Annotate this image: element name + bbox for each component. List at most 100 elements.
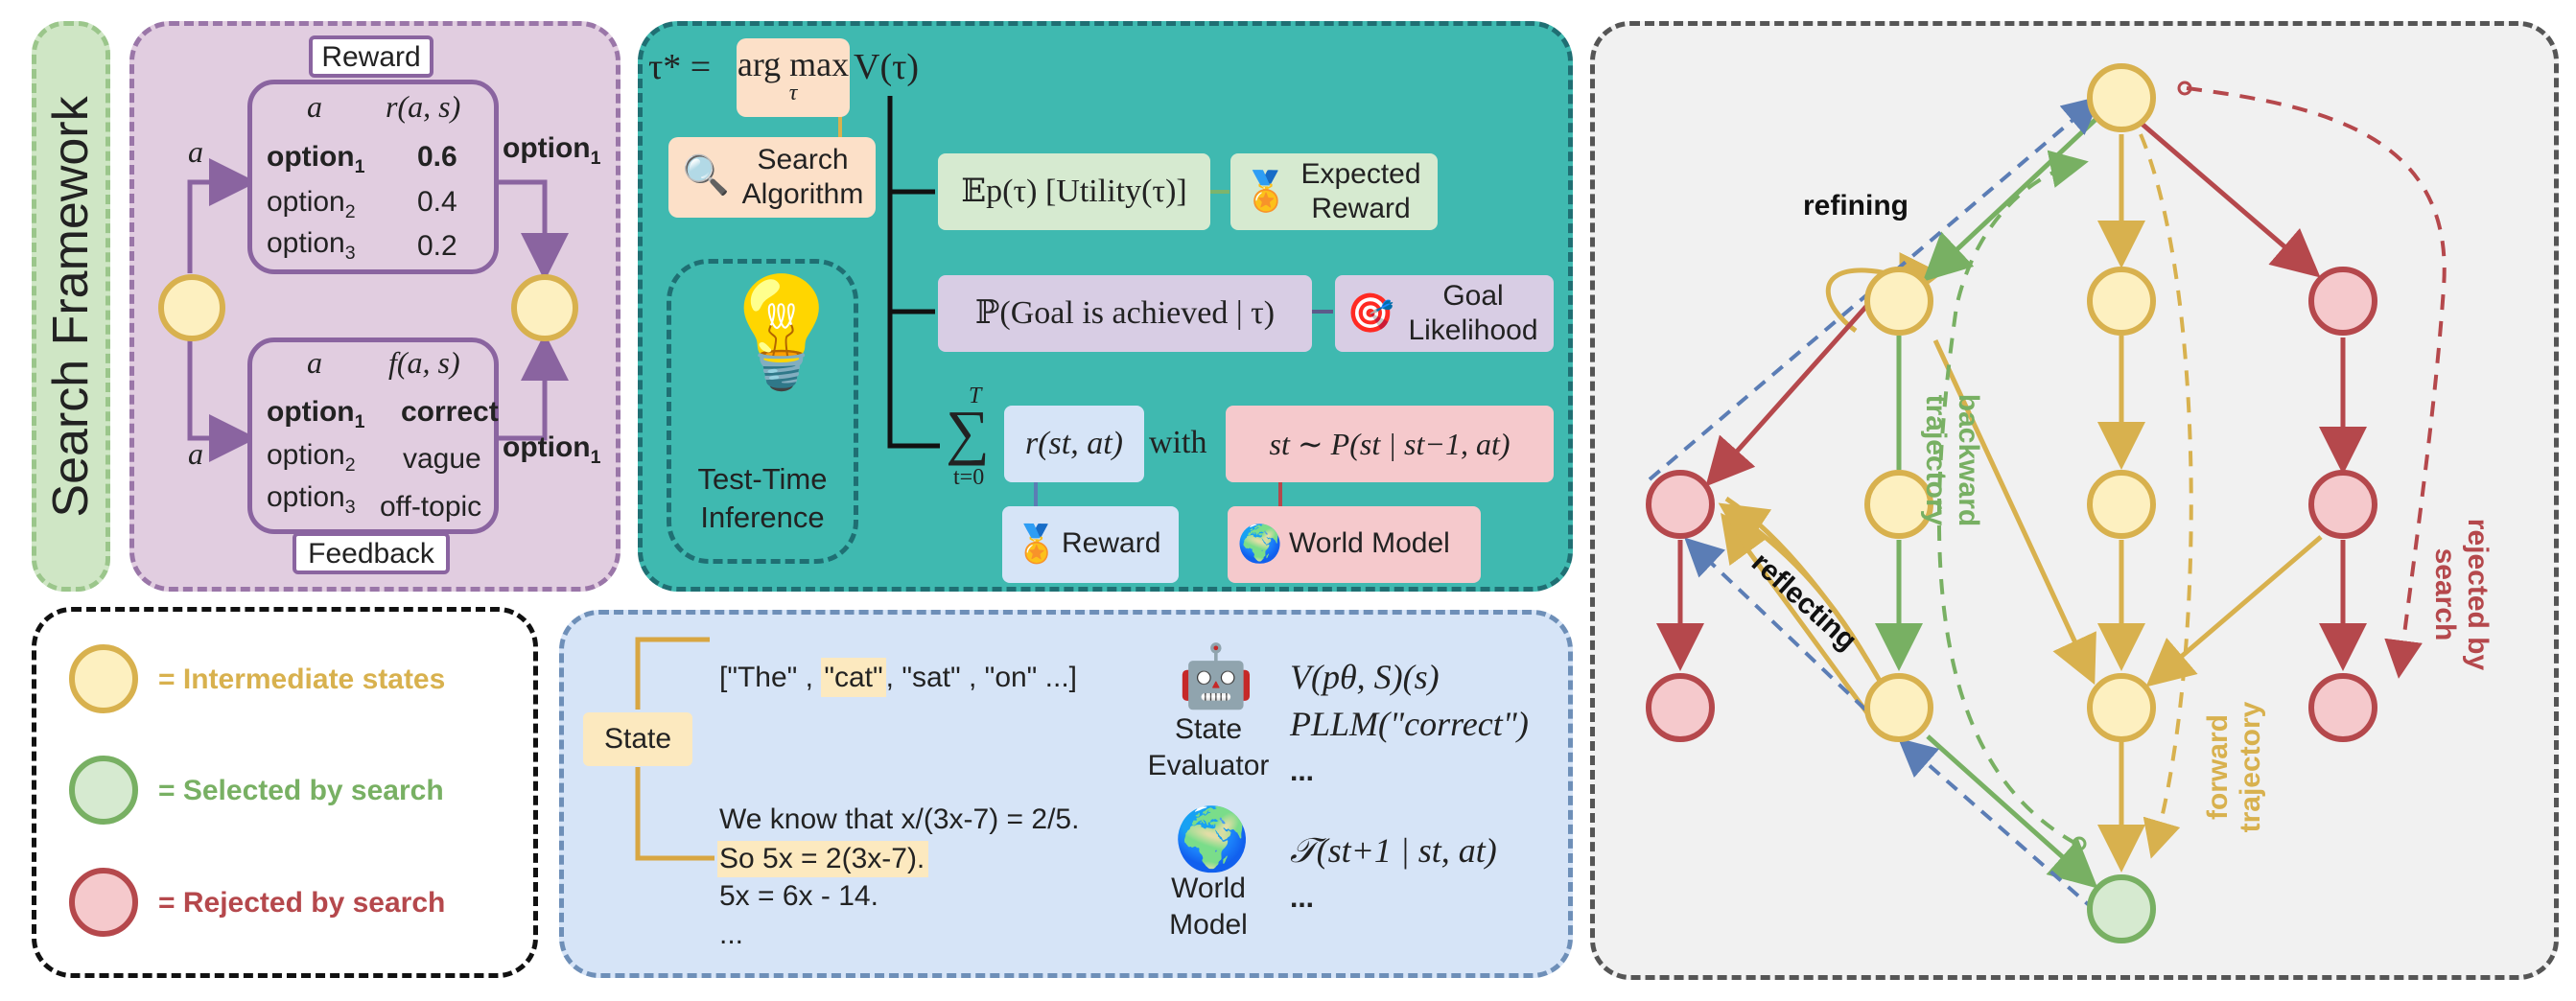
feedback-header-a: a <box>307 345 322 380</box>
tree-node-l2 <box>1864 470 1933 539</box>
reasoning-line-2: So 5x = 2(3x-7). <box>717 841 929 877</box>
expected-formula: 𝔼p(τ) [Utility(τ)] <box>961 174 1187 209</box>
objective-value: V(τ) <box>854 47 920 87</box>
reasoning-line-3: 5x = 6x - 14. <box>719 880 878 912</box>
out-label-top: option1 <box>503 132 601 169</box>
reward-chip: 🏅 Reward <box>1002 506 1179 583</box>
refining-label: refining <box>1803 190 1909 221</box>
world-model-chip-text: World Model <box>1289 527 1450 559</box>
objective-tau: τ* = <box>648 47 712 87</box>
expected-reward-chip: 🏅 Expected Reward <box>1230 153 1438 230</box>
eval-formula-2: PLLM("correct") <box>1290 705 1529 743</box>
reasoning-line-1: We know that x/(3x-7) = 2/5. <box>719 803 1080 835</box>
reward-row-1: option1 <box>267 141 365 177</box>
medal-icon: 🏅 <box>1242 171 1290 213</box>
feedback-row-3-value: off-topic <box>380 491 482 523</box>
tree-node-r3 <box>2308 673 2377 742</box>
argmax-sub: τ <box>788 81 798 105</box>
reward-term-chip: r(st, at) <box>1004 406 1144 482</box>
expected-reward-text: Expected Reward <box>1300 158 1421 224</box>
expected-formula-chip: 𝔼p(τ) [Utility(τ)] <box>938 153 1210 230</box>
world-model-text: World Model <box>1169 873 1248 941</box>
feedback-tag: Feedback <box>293 532 450 574</box>
reward-tag-text: Reward <box>321 41 421 73</box>
robot-icon: 🤖 <box>1178 641 1254 710</box>
reward-term: r(st, at) <box>1025 426 1123 461</box>
reward-row-1-value: 0.6 <box>417 141 457 173</box>
tree-node-r2 <box>2308 470 2377 539</box>
reward-medal-icon: 🏅 <box>1014 524 1060 565</box>
reward-header-r: r(a, s) <box>386 89 461 124</box>
world-globe-icon: 🌍 <box>1174 804 1251 873</box>
target-icon: 🎯 <box>1347 292 1394 335</box>
forward-label: forward trajectory <box>2202 701 2266 833</box>
tree-node-m3 <box>2087 673 2156 742</box>
eval-formula-1: V(pθ, S)(s) <box>1290 658 1440 696</box>
legend-intermediate-circle <box>69 644 138 713</box>
feedback-row-2-value: vague <box>403 443 481 475</box>
tree-node-ll2 <box>1646 470 1715 539</box>
tree-node-m1 <box>2087 267 2156 336</box>
reward-tag: Reward <box>309 35 433 78</box>
reward-row-2: option2 <box>267 186 356 222</box>
feedback-row-1: option1 <box>267 396 365 432</box>
argmax-chip: arg max τ <box>737 38 850 117</box>
feedback-tag-text: Feedback <box>308 538 434 570</box>
globe-icon: 🌍 <box>1237 524 1283 565</box>
world-model-chip: 🌍 World Model <box>1228 506 1481 583</box>
tree-node-l3 <box>1864 673 1933 742</box>
tree-root-node <box>2087 63 2156 132</box>
edge-label-a-bottom: a <box>188 436 203 471</box>
right-state-node <box>511 274 578 341</box>
feedback-row-1-value: correct <box>401 396 499 428</box>
legend-rejected-circle <box>69 868 138 937</box>
token-list: ["The" , "cat", "sat" , "on" ...] <box>719 658 1077 697</box>
with-text: with <box>1149 425 1207 460</box>
state-tag-text: State <box>603 723 672 755</box>
test-time-text: Test-Time Inference <box>697 462 828 534</box>
state-evaluator-text: State Evaluator <box>1147 713 1270 781</box>
legend-intermediate-text: = Intermediate states <box>158 663 446 695</box>
wm-formula-2: ... <box>1290 882 1315 914</box>
search-algorithm-text: Search Algorithm <box>741 144 864 210</box>
tree-node-r1 <box>2308 267 2377 336</box>
lightbulb-icon: 💡 <box>714 272 849 392</box>
title-frame <box>32 21 110 592</box>
out-label-bottom: option1 <box>503 431 601 468</box>
sum-top: T <box>969 384 982 408</box>
transition-chip: st ∼ P(st | st−1, at) <box>1226 406 1554 482</box>
feedback-header-f: f(a, s) <box>388 345 460 380</box>
tree-node-l1 <box>1864 267 1933 336</box>
legend-rejected-text: = Rejected by search <box>158 887 446 919</box>
tree-node-ll3 <box>1646 673 1715 742</box>
tree-goal-node <box>2087 874 2156 943</box>
test-time-box <box>667 259 858 564</box>
feedback-table <box>247 338 499 534</box>
goal-formula-chip: ℙ(Goal is achieved | τ) <box>938 275 1312 352</box>
reward-row-2-value: 0.4 <box>417 186 457 218</box>
legend-selected-text: = Selected by search <box>158 775 444 806</box>
wm-formula-1: 𝒯(st+1 | st, at) <box>1290 831 1497 870</box>
search-algorithm-chip: 🔍 Search Algorithm <box>668 137 876 218</box>
goal-likelihood-text: Goal Likelihood <box>1408 280 1538 346</box>
sum-bottom: t=0 <box>953 465 985 490</box>
reasoning-line-4: ... <box>719 919 744 950</box>
tree-node-m2 <box>2087 470 2156 539</box>
reward-chip-text: Reward <box>1062 527 1161 559</box>
reward-header-a: a <box>307 89 322 124</box>
magnifier-icon: 🔍 <box>682 154 730 197</box>
feedback-row-3: option3 <box>267 481 356 518</box>
rejected-label: rejected by search <box>2429 518 2494 671</box>
backward-label: backward trajectory <box>1920 393 1984 527</box>
goal-formula: ℙ(Goal is achieved | τ) <box>974 295 1276 331</box>
goal-likelihood-chip: 🎯 Goal Likelihood <box>1335 275 1554 352</box>
left-state-node <box>158 274 225 341</box>
reward-row-3: option3 <box>267 227 356 264</box>
reward-row-3-value: 0.2 <box>417 230 457 262</box>
argmax-text: arg max <box>737 45 850 83</box>
legend-selected-circle <box>69 756 138 825</box>
edge-label-a-top: a <box>188 134 203 169</box>
eval-formula-3: ... <box>1290 756 1315 787</box>
transition-formula: st ∼ P(st | st−1, at) <box>1269 427 1510 461</box>
